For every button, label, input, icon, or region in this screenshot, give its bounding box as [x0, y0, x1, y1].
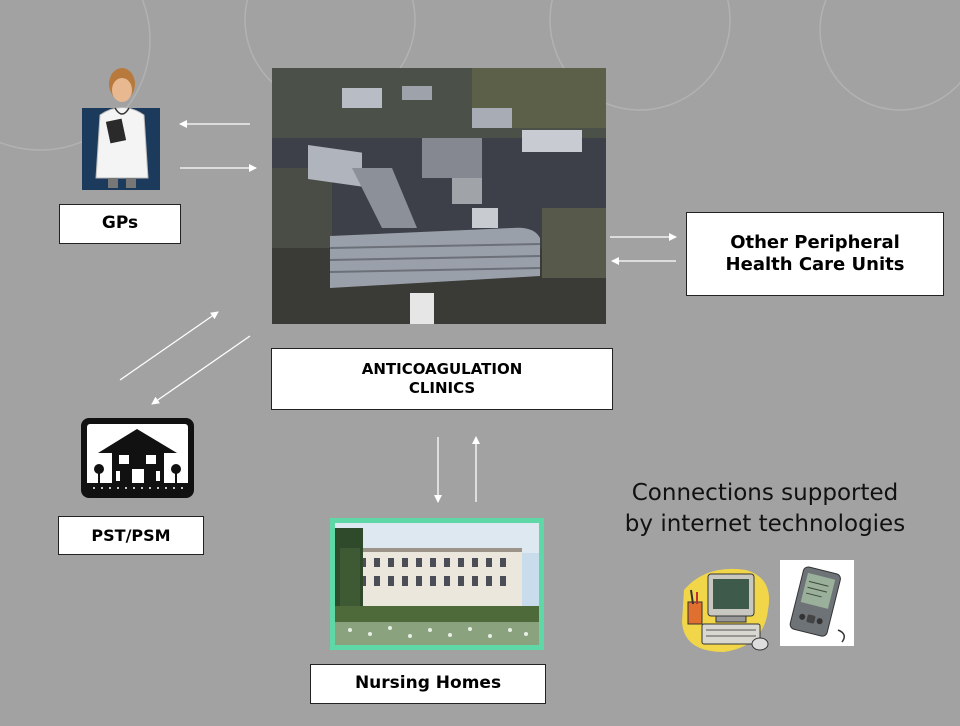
pda-icon: [780, 560, 854, 646]
nursing-homes-label: Nursing Homes: [310, 664, 546, 704]
computer-clipart-icon: [682, 568, 770, 652]
anticoagulation-clinics-label: ANTICOAGULATION CLINICS: [271, 348, 613, 410]
doctor-icon: [82, 68, 160, 190]
arrow-clinic-to-pst: [151, 335, 251, 405]
gps-label: GPs: [59, 204, 181, 244]
other-peripheral-units-label: Other Peripheral Health Care Units: [686, 212, 944, 296]
internet-connections-note: Connections supported by internet techno…: [624, 480, 906, 538]
arrow-pst-to-clinic: [119, 311, 219, 381]
hospital-aerial-photo: [272, 68, 606, 324]
house-icon: [81, 418, 194, 498]
nursing-home-photo: [330, 518, 544, 650]
pst-psm-label: PST/PSM: [58, 516, 204, 555]
